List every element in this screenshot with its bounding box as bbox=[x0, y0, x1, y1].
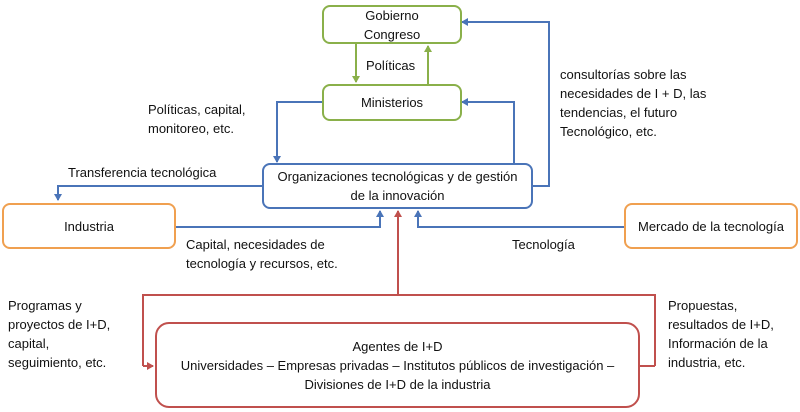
agentes-title: Agentes de I+D bbox=[352, 338, 443, 354]
label-tecnologia: Tecnología bbox=[512, 237, 575, 252]
label-consultorias: consultorías sobre las necesidades de I … bbox=[560, 67, 707, 139]
label-programas: Programas y proyectos de I+D, capital, s… bbox=[8, 298, 111, 370]
label-transferencia: Transferencia tecnológica bbox=[68, 165, 217, 180]
label-propuestas: Propuestas, resultados de I+D, Informaci… bbox=[668, 298, 774, 370]
gobierno-box: Gobierno Congreso bbox=[322, 5, 462, 44]
mercado-label: Mercado de la tecnología bbox=[638, 218, 784, 234]
gobierno-line-1: Gobierno bbox=[365, 7, 419, 23]
agentes-line-3: Divisiones de I+D de la industria bbox=[304, 376, 491, 392]
agentes-box: Agentes de I+D Universidades – Empresas … bbox=[155, 322, 640, 408]
arrow-organizaciones-to-industria bbox=[54, 185, 262, 201]
organizaciones-line-1: Organizaciones tecnológicas y de gestión bbox=[277, 169, 518, 184]
label-politicas: Políticas bbox=[366, 58, 416, 73]
label-politicas-capital: Políticas, capital, monitoreo, etc. bbox=[148, 102, 246, 136]
ministerios-label: Ministerios bbox=[360, 95, 424, 110]
industria-label: Industria bbox=[64, 218, 114, 234]
agentes-line-2: Universidades – Empresas privadas – Inst… bbox=[180, 357, 615, 373]
ministerios-box: Ministerios bbox=[322, 84, 462, 121]
gobierno-line-2: Congreso bbox=[363, 26, 421, 42]
arrow-ministerios-to-organizaciones bbox=[273, 101, 322, 163]
red-bus-line bbox=[142, 294, 656, 366]
arrow-organizaciones-to-gobierno bbox=[461, 18, 550, 187]
organizaciones-line-2: de la innovación bbox=[350, 188, 445, 203]
arrow-mercado-to-organizaciones bbox=[414, 210, 624, 228]
mercado-box: Mercado de la tecnología bbox=[624, 203, 798, 249]
industria-box: Industria bbox=[2, 203, 176, 249]
arrow-industria-to-organizaciones bbox=[176, 210, 384, 228]
arrow-organizaciones-to-ministerios bbox=[461, 98, 515, 166]
label-capital-necesidades: Capital, necesidades de tecnología y rec… bbox=[186, 237, 338, 271]
organizaciones-box: Organizaciones tecnológicas y de gestión… bbox=[262, 163, 533, 209]
